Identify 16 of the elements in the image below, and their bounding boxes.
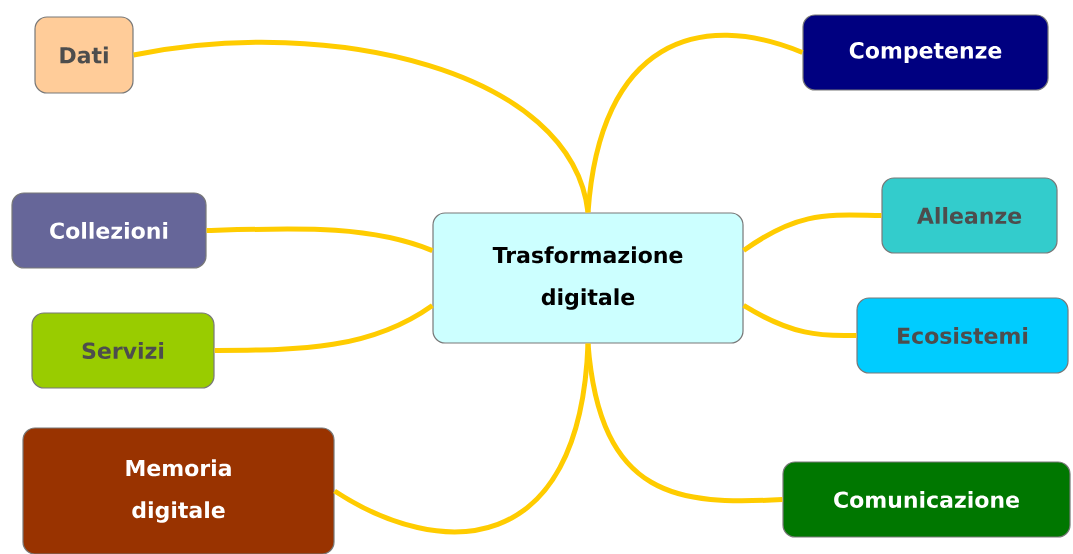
topic-box: Dati bbox=[34, 16, 134, 94]
connector bbox=[206, 226, 434, 253]
topic-box: Competenze bbox=[802, 14, 1049, 91]
topic-box: Memoria digitale bbox=[22, 427, 335, 554]
connector bbox=[585, 32, 804, 213]
topic-box: Servizi bbox=[31, 312, 215, 389]
connector bbox=[742, 212, 882, 253]
connector bbox=[585, 343, 783, 504]
topic-box: Ecosistemi bbox=[856, 297, 1069, 374]
topic-box: Comunicazione bbox=[782, 461, 1071, 538]
connector bbox=[214, 303, 434, 353]
central-topic-box: Trasformazione digitale bbox=[432, 212, 744, 344]
connector bbox=[333, 343, 591, 534]
connector bbox=[742, 303, 857, 338]
topic-box: Collezioni bbox=[11, 192, 207, 269]
topic-box: Alleanze bbox=[881, 177, 1058, 254]
